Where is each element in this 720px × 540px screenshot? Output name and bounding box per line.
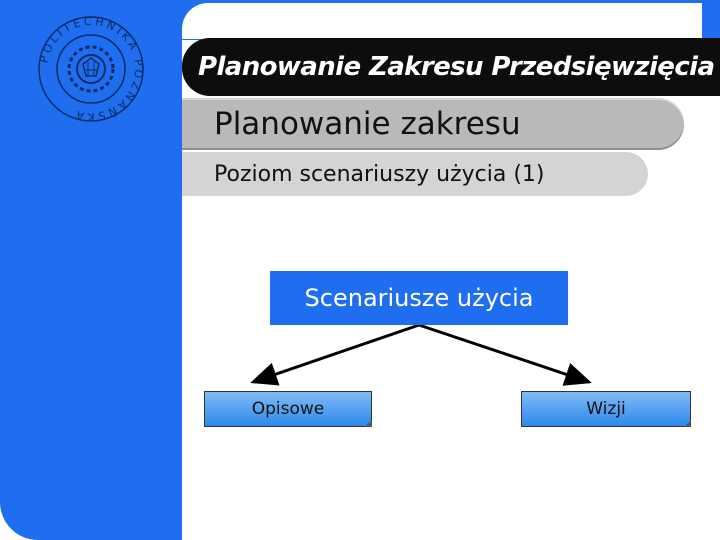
diagram-child-node: Opisowe (204, 391, 372, 427)
connector-arrow-right (418, 323, 592, 386)
slide-title-bar: Poziom scenariuszy użycia (1) (182, 152, 648, 196)
top-decor-cutout (182, 3, 702, 39)
header-title-bar: Planowanie Zakresu Przedsięwzięcia (182, 38, 720, 96)
university-emblem-icon: POLITECHNIKA POZNAŃSKA (37, 15, 144, 123)
diagram-root-node: Scenariusze użycia (270, 271, 568, 325)
diagram-child-label: Opisowe (251, 399, 325, 419)
diagram-child-label: Wizji (586, 399, 626, 419)
section-title: Planowanie zakresu (214, 106, 521, 142)
university-logo: POLITECHNIKA POZNAŃSKA (36, 14, 146, 124)
header-title: Planowanie Zakresu Przedsięwzięcia (198, 52, 715, 82)
connector-arrow-left (250, 323, 420, 386)
diagram-child-node: Wizji (521, 391, 691, 427)
section-title-bar: Planowanie zakresu (182, 98, 684, 150)
diagram-root-label: Scenariusze użycia (304, 284, 534, 312)
slide-title: Poziom scenariuszy użycia (1) (214, 161, 545, 187)
